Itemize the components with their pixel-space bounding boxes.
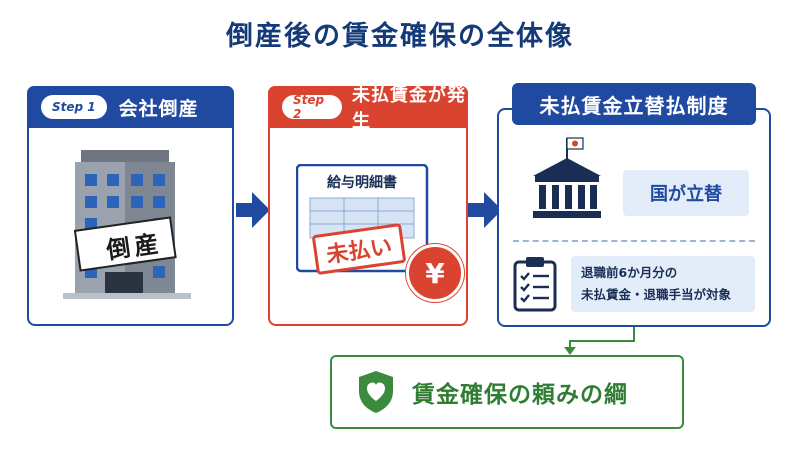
- coverage-line-1: 退職前6か月分の: [581, 265, 678, 280]
- coverage-description: 退職前6か月分の 未払賃金・退職手当が対象: [571, 256, 755, 312]
- dashed-divider: [513, 240, 755, 242]
- checklist-clipboard-icon: [513, 257, 557, 312]
- arrow-right-icon: [236, 192, 270, 228]
- heart-shield-icon: [359, 371, 393, 413]
- page-title: 倒産後の賃金確保の全体像: [226, 21, 574, 52]
- step2-label: 未払賃金が発生: [352, 85, 467, 132]
- step1-header: Step 1 会社倒産: [27, 86, 234, 128]
- step1-card: Step 1 会社倒産 倒産: [27, 86, 234, 326]
- step2-header: Step 2 未払賃金が発生: [268, 85, 468, 132]
- step2-card: Step 2 未払賃金が発生 給与明細書 未払い ¥: [268, 85, 468, 326]
- payslip-title: 給与明細書: [327, 175, 397, 191]
- safety-net-label: 賃金確保の頼みの綱: [412, 382, 628, 408]
- government-building-icon: [533, 137, 601, 218]
- safety-net-box: 賃金確保の頼みの綱: [330, 355, 684, 429]
- government-pays-label: 国が立替: [623, 170, 749, 216]
- step3-card: 未払賃金立替払制度 国が立替 退職前6か月分の 未払賃金・退職手当が対象: [497, 83, 771, 327]
- arrow-right-icon: [468, 192, 502, 228]
- arrow-down-connector: [564, 327, 635, 355]
- step1-label: 会社倒産: [118, 97, 199, 120]
- bankrupt-building-icon: [63, 150, 191, 299]
- step1-badge: Step 1: [41, 95, 107, 119]
- step2-badge: Step 2: [282, 93, 343, 121]
- coverage-line-2: 未払賃金・退職手当が対象: [581, 287, 732, 302]
- yen-coin-icon: ¥: [406, 244, 464, 302]
- step3-header: 未払賃金立替払制度: [512, 83, 756, 125]
